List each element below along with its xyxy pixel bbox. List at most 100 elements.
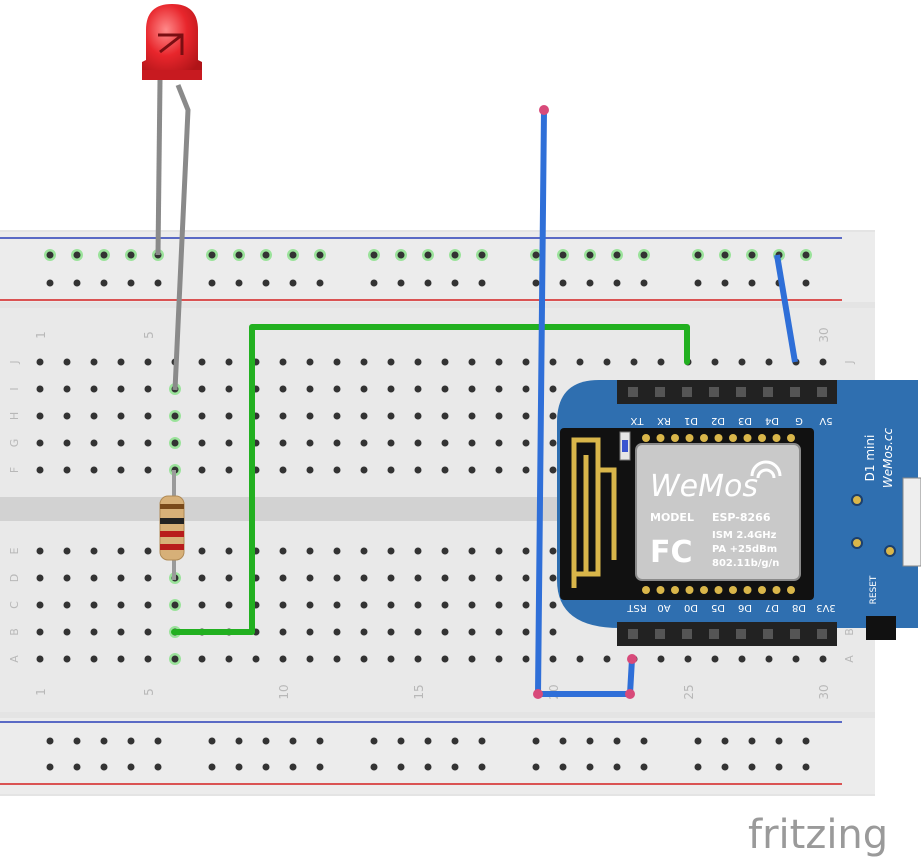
breadboard-hole — [495, 439, 503, 447]
breadboard-hole — [387, 385, 395, 393]
breadboard-hole — [306, 601, 314, 609]
castellated-pad — [743, 586, 752, 594]
breadboard-hole — [333, 358, 341, 366]
breadboard-hole — [630, 358, 638, 366]
breadboard-hole — [289, 737, 297, 745]
breadboard-hole — [90, 628, 98, 636]
castellated-pad — [787, 586, 795, 594]
blue-wire-ground — [774, 254, 798, 363]
breadboard-hole — [171, 439, 179, 447]
breadboard-hole — [451, 279, 459, 287]
breadboard-hole — [738, 358, 746, 366]
breadboard-hole — [333, 439, 341, 447]
breadboard-hole — [63, 358, 71, 366]
bottom-pin-label: D6 — [738, 602, 752, 613]
bottom-header-pins — [628, 629, 827, 639]
breadboard-hole — [63, 547, 71, 555]
breadboard-hole — [36, 574, 44, 582]
green-wire — [171, 324, 690, 635]
breadboard-hole — [90, 574, 98, 582]
reset-button[interactable] — [866, 616, 896, 640]
breadboard-hole — [73, 737, 81, 745]
breadboard-hole — [127, 763, 135, 771]
breadboard-hole — [333, 466, 341, 474]
breadboard-hole — [721, 251, 729, 259]
breadboard-hole — [198, 358, 206, 366]
breadboard-hole — [127, 737, 135, 745]
usb-port — [902, 477, 921, 567]
breadboard-hole — [279, 412, 287, 420]
breadboard-hole — [144, 439, 152, 447]
resistor[interactable] — [159, 470, 185, 580]
breadboard-hole — [198, 574, 206, 582]
breadboard-hole — [441, 385, 449, 393]
wires — [171, 105, 798, 699]
breadboard-hole — [127, 279, 135, 287]
breadboard-hole — [100, 737, 108, 745]
row-label-b-right: B — [843, 628, 856, 636]
wire-end — [625, 689, 635, 699]
fcc-logo: FC — [650, 535, 693, 570]
breadboard-hole — [63, 655, 71, 663]
breadboard-hole — [370, 251, 378, 259]
breadboard-hole — [387, 466, 395, 474]
breadboard-hole — [117, 628, 125, 636]
breadboard-hole — [387, 412, 395, 420]
breadboard-hole — [495, 574, 503, 582]
breadboard-hole — [316, 279, 324, 287]
header-pin — [628, 387, 638, 397]
breadboard-hole — [198, 466, 206, 474]
bottom-pin-label: A0 — [657, 602, 670, 613]
breadboard-hole — [397, 251, 405, 259]
header-pin — [763, 629, 773, 639]
breadboard-hole — [414, 601, 422, 609]
breadboard-hole — [549, 412, 557, 420]
breadboard-hole — [532, 737, 540, 745]
breadboard-hole — [468, 655, 476, 663]
wemos-d1-mini-board[interactable]: WeMos MODEL ESP-8266 FC ISM 2.4GHz PA +2… — [557, 380, 921, 646]
breadboard-hole — [208, 737, 216, 745]
breadboard-hole — [144, 385, 152, 393]
breadboard-hole — [451, 763, 459, 771]
breadboard-hole — [522, 439, 530, 447]
castellated-pad — [772, 434, 781, 442]
breadboard-hole — [171, 412, 179, 420]
breadboard-hole — [63, 601, 71, 609]
breadboard-hole — [495, 358, 503, 366]
castellated-pad — [758, 434, 766, 442]
breadboard-hole — [360, 547, 368, 555]
breadboard-hole — [262, 763, 270, 771]
breadboard-hole — [252, 655, 260, 663]
breadboard-hole — [144, 655, 152, 663]
row-label-g: G — [8, 439, 21, 448]
led[interactable] — [142, 4, 202, 391]
breadboard-hole — [117, 466, 125, 474]
breadboard-hole — [495, 385, 503, 393]
breadboard-hole — [694, 279, 702, 287]
breadboard-hole — [208, 251, 216, 259]
breadboard-hole — [171, 601, 179, 609]
breadboard-hole — [441, 466, 449, 474]
breadboard-hole — [387, 601, 395, 609]
breadboard-hole — [36, 439, 44, 447]
breadboard-hole — [90, 655, 98, 663]
breadboard-hole — [63, 412, 71, 420]
breadboard-hole — [441, 439, 449, 447]
castellated-pad — [729, 586, 737, 594]
breadboard-hole — [478, 737, 486, 745]
breadboard-hole — [198, 655, 206, 663]
castellated-pad — [729, 434, 737, 442]
top-header-pins — [628, 387, 827, 397]
header-pin — [682, 387, 692, 397]
castellated-pad — [787, 434, 795, 442]
breadboard-hole — [802, 737, 810, 745]
breadboard-hole — [90, 412, 98, 420]
top-pin-label: TX — [630, 415, 644, 426]
breadboard-hole — [522, 601, 530, 609]
breadboard-hole — [154, 763, 162, 771]
breadboard-hole — [225, 547, 233, 555]
col-number-5-bottom: 5 — [142, 688, 156, 696]
breadboard-hole — [279, 628, 287, 636]
bottom-pin-header — [617, 622, 837, 646]
blue-wire-long — [535, 109, 635, 697]
